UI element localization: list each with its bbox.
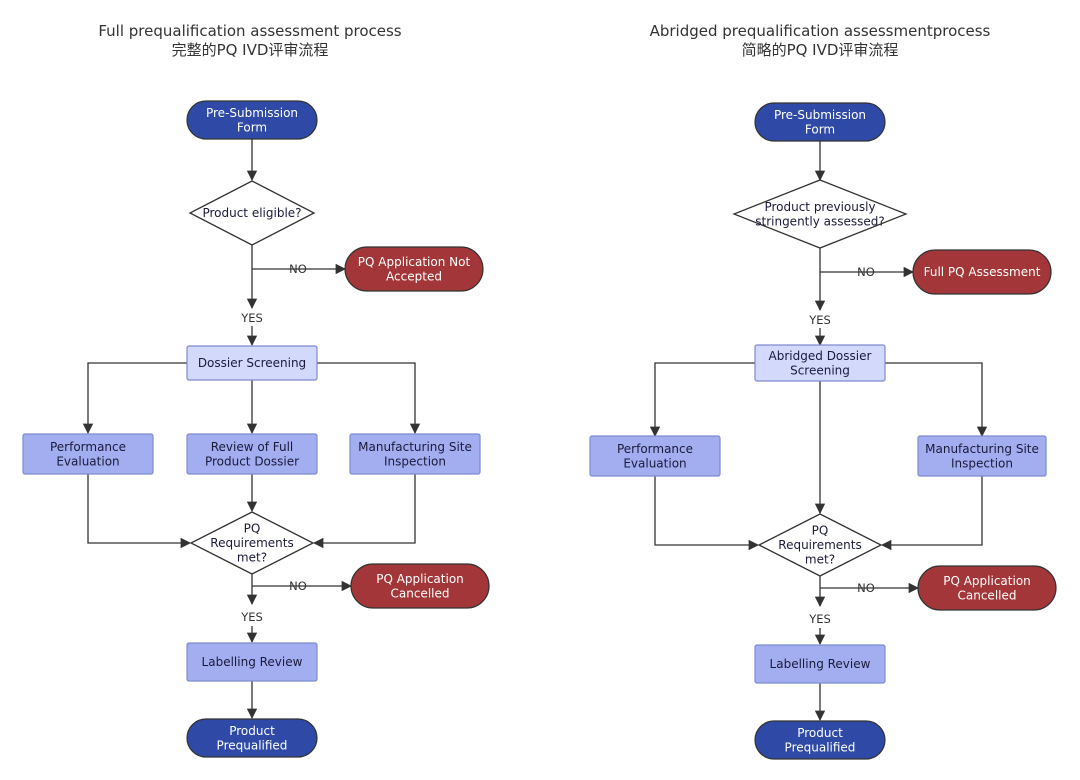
right-title: Abridged prequalification assessmentproc…: [610, 22, 1030, 60]
left-title-zh: 完整的PQ IVD评审流程: [171, 41, 329, 59]
right-title-en: Abridged prequalification assessmentproc…: [649, 22, 991, 40]
left-dossier-screening-label: Dossier Screening: [198, 356, 306, 370]
right-edge-label-yes2: YES: [808, 612, 831, 626]
left-edge-label-no2: NO: [289, 579, 307, 593]
right-title-zh: 简略的PQ IVD评审流程: [741, 41, 899, 59]
left-eligible-label: Product eligible?: [202, 206, 301, 220]
left-edge-site-to-requirements: [312, 474, 416, 549]
right-full-assessment: Full PQ Assessment: [912, 249, 1052, 295]
right-edge-label-no1: NO: [857, 265, 875, 279]
left-edge-label-yes2: YES: [240, 610, 263, 624]
right-edge-performance-to-requirements: [654, 476, 760, 551]
left-eligible: Product eligible?: [188, 180, 316, 246]
right-edge-label-no2: NO: [857, 581, 875, 595]
left-edge-screening-to-site: [317, 362, 421, 435]
right-edge-screening-to-performance: [649, 362, 755, 438]
left-title-en: Full prequalification assessment process: [98, 22, 402, 40]
right-labelling-review-label: Labelling Review: [770, 657, 871, 671]
left-edge-screening-to-performance: [82, 362, 187, 435]
left-edge-label-no1: NO: [289, 262, 307, 276]
left-edge-label-yes1: YES: [240, 311, 263, 325]
right-edge-label-yes1: YES: [808, 313, 831, 327]
right-labelling-review: Labelling Review: [754, 644, 886, 684]
left-labelling-review-label: Labelling Review: [202, 655, 303, 669]
right-edge-screening-to-site: [885, 362, 988, 438]
left-dossier-screening: Dossier Screening: [186, 345, 318, 381]
left-edge-performance-to-requirements: [87, 474, 192, 549]
right-full-assessment-label: Full PQ Assessment: [924, 265, 1041, 279]
left-labelling-review: Labelling Review: [186, 642, 318, 682]
left-title: Full prequalification assessment process…: [40, 22, 460, 60]
right-edge-site-to-requirements: [880, 476, 983, 551]
